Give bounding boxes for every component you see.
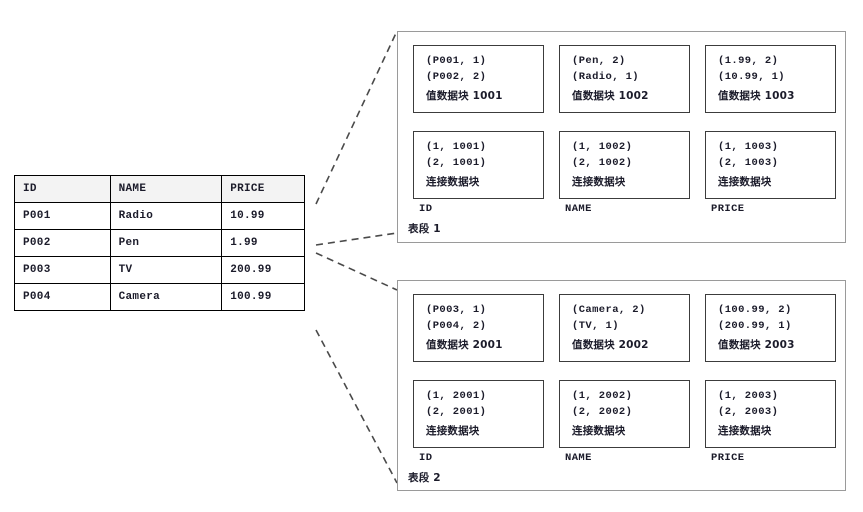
connection-block-line: (1, 2001) xyxy=(426,390,487,402)
table-header-row: ID NAME PRICE xyxy=(14,175,305,203)
value-block-caption: 值数据块 2001 xyxy=(426,339,503,351)
table-row: P003 TV 200.99 xyxy=(14,256,305,284)
segment1-label: 表段 1 xyxy=(408,223,441,235)
connection-block-1002: (1, 1002) (2, 1002) 连接数据块 xyxy=(559,131,690,199)
column-header-price: PRICE xyxy=(221,175,305,203)
value-block-caption: 值数据块 1001 xyxy=(426,90,503,102)
cell-name: Radio xyxy=(109,202,223,230)
value-block-line: (10.99, 1) xyxy=(718,71,786,83)
cell-price: 1.99 xyxy=(221,229,305,257)
value-block-2003: (100.99, 2) (200.99, 1) 值数据块 2003 xyxy=(705,294,836,362)
connection-block-line: (2, 2002) xyxy=(572,406,633,418)
column-header-id: ID xyxy=(14,175,111,203)
connection-block-caption: 连接数据块 xyxy=(572,425,626,437)
value-block-line: (P003, 1) xyxy=(426,304,487,316)
cell-id: P003 xyxy=(14,256,111,284)
connection-block-2003: (1, 2003) (2, 2003) 连接数据块 xyxy=(705,380,836,448)
value-block-line: (P004, 2) xyxy=(426,320,487,332)
cell-id: P002 xyxy=(14,229,111,257)
connection-block-1003: (1, 1003) (2, 1003) 连接数据块 xyxy=(705,131,836,199)
column-header-name: NAME xyxy=(109,175,223,203)
connection-block-caption: 连接数据块 xyxy=(718,176,772,188)
cell-name: Pen xyxy=(109,229,223,257)
segment-panel-2: (P003, 1) (P004, 2) 值数据块 2001 (Camera, 2… xyxy=(397,280,846,491)
segment1-column-label-price: PRICE xyxy=(711,203,745,215)
value-block-caption: 值数据块 1002 xyxy=(572,90,649,102)
value-block-line: (P001, 1) xyxy=(426,55,487,67)
segment2-column-label-name: NAME xyxy=(565,452,592,464)
value-block-line: (P002, 2) xyxy=(426,71,487,83)
cell-name: Camera xyxy=(109,283,223,311)
connector-table-to-segment2-bottom xyxy=(315,329,398,484)
connection-block-line: (2, 1003) xyxy=(718,157,779,169)
connection-block-1001: (1, 1001) (2, 1001) 连接数据块 xyxy=(413,131,544,199)
segment2-label: 表段 2 xyxy=(408,472,441,484)
connection-block-line: (1, 1003) xyxy=(718,141,779,153)
connection-block-caption: 连接数据块 xyxy=(426,425,480,437)
connection-block-caption: 连接数据块 xyxy=(426,176,480,188)
connection-block-line: (1, 2003) xyxy=(718,390,779,402)
value-block-line: (Radio, 1) xyxy=(572,71,640,83)
value-block-line: (Camera, 2) xyxy=(572,304,646,316)
cell-price: 200.99 xyxy=(221,256,305,284)
connection-block-line: (2, 1002) xyxy=(572,157,633,169)
cell-price: 100.99 xyxy=(221,283,305,311)
connection-block-line: (1, 2002) xyxy=(572,390,633,402)
segment1-column-label-name: NAME xyxy=(565,203,592,215)
connection-block-line: (1, 1001) xyxy=(426,141,487,153)
value-block-line: (200.99, 1) xyxy=(718,320,792,332)
value-block-caption: 值数据块 2002 xyxy=(572,339,649,351)
value-block-2001: (P003, 1) (P004, 2) 值数据块 2001 xyxy=(413,294,544,362)
connection-block-line: (2, 2001) xyxy=(426,406,487,418)
connection-block-line: (2, 2003) xyxy=(718,406,779,418)
segment2-column-label-price: PRICE xyxy=(711,452,745,464)
connector-table-to-segment1-bottom xyxy=(315,232,398,246)
table-row: P001 Radio 10.99 xyxy=(14,202,305,230)
value-block-line: (1.99, 2) xyxy=(718,55,779,67)
cell-name: TV xyxy=(109,256,223,284)
connector-table-to-segment2-top xyxy=(315,252,398,291)
value-block-caption: 值数据块 2003 xyxy=(718,339,795,351)
source-table: ID NAME PRICE P001 Radio 10.99 P002 Pen … xyxy=(14,175,305,311)
value-block-line: (TV, 1) xyxy=(572,320,619,332)
value-block-caption: 值数据块 1003 xyxy=(718,90,795,102)
connection-block-2001: (1, 2001) (2, 2001) 连接数据块 xyxy=(413,380,544,448)
connection-block-2002: (1, 2002) (2, 2002) 连接数据块 xyxy=(559,380,690,448)
value-block-line: (100.99, 2) xyxy=(718,304,792,316)
value-block-1002: (Pen, 2) (Radio, 1) 值数据块 1002 xyxy=(559,45,690,113)
connection-block-line: (2, 1001) xyxy=(426,157,487,169)
segment2-column-label-id: ID xyxy=(419,452,433,464)
cell-price: 10.99 xyxy=(221,202,305,230)
value-block-1003: (1.99, 2) (10.99, 1) 值数据块 1003 xyxy=(705,45,836,113)
segment1-column-label-id: ID xyxy=(419,203,433,215)
segment-panel-1: (P001, 1) (P002, 2) 值数据块 1001 (Pen, 2) (… xyxy=(397,31,846,243)
connection-block-line: (1, 1002) xyxy=(572,141,633,153)
value-block-2002: (Camera, 2) (TV, 1) 值数据块 2002 xyxy=(559,294,690,362)
cell-id: P001 xyxy=(14,202,111,230)
table-row: P004 Camera 100.99 xyxy=(14,283,305,311)
connection-block-caption: 连接数据块 xyxy=(718,425,772,437)
value-block-line: (Pen, 2) xyxy=(572,55,626,67)
value-block-1001: (P001, 1) (P002, 2) 值数据块 1001 xyxy=(413,45,544,113)
connector-table-to-segment1-top xyxy=(315,30,398,205)
table-row: P002 Pen 1.99 xyxy=(14,229,305,257)
connection-block-caption: 连接数据块 xyxy=(572,176,626,188)
cell-id: P004 xyxy=(14,283,111,311)
